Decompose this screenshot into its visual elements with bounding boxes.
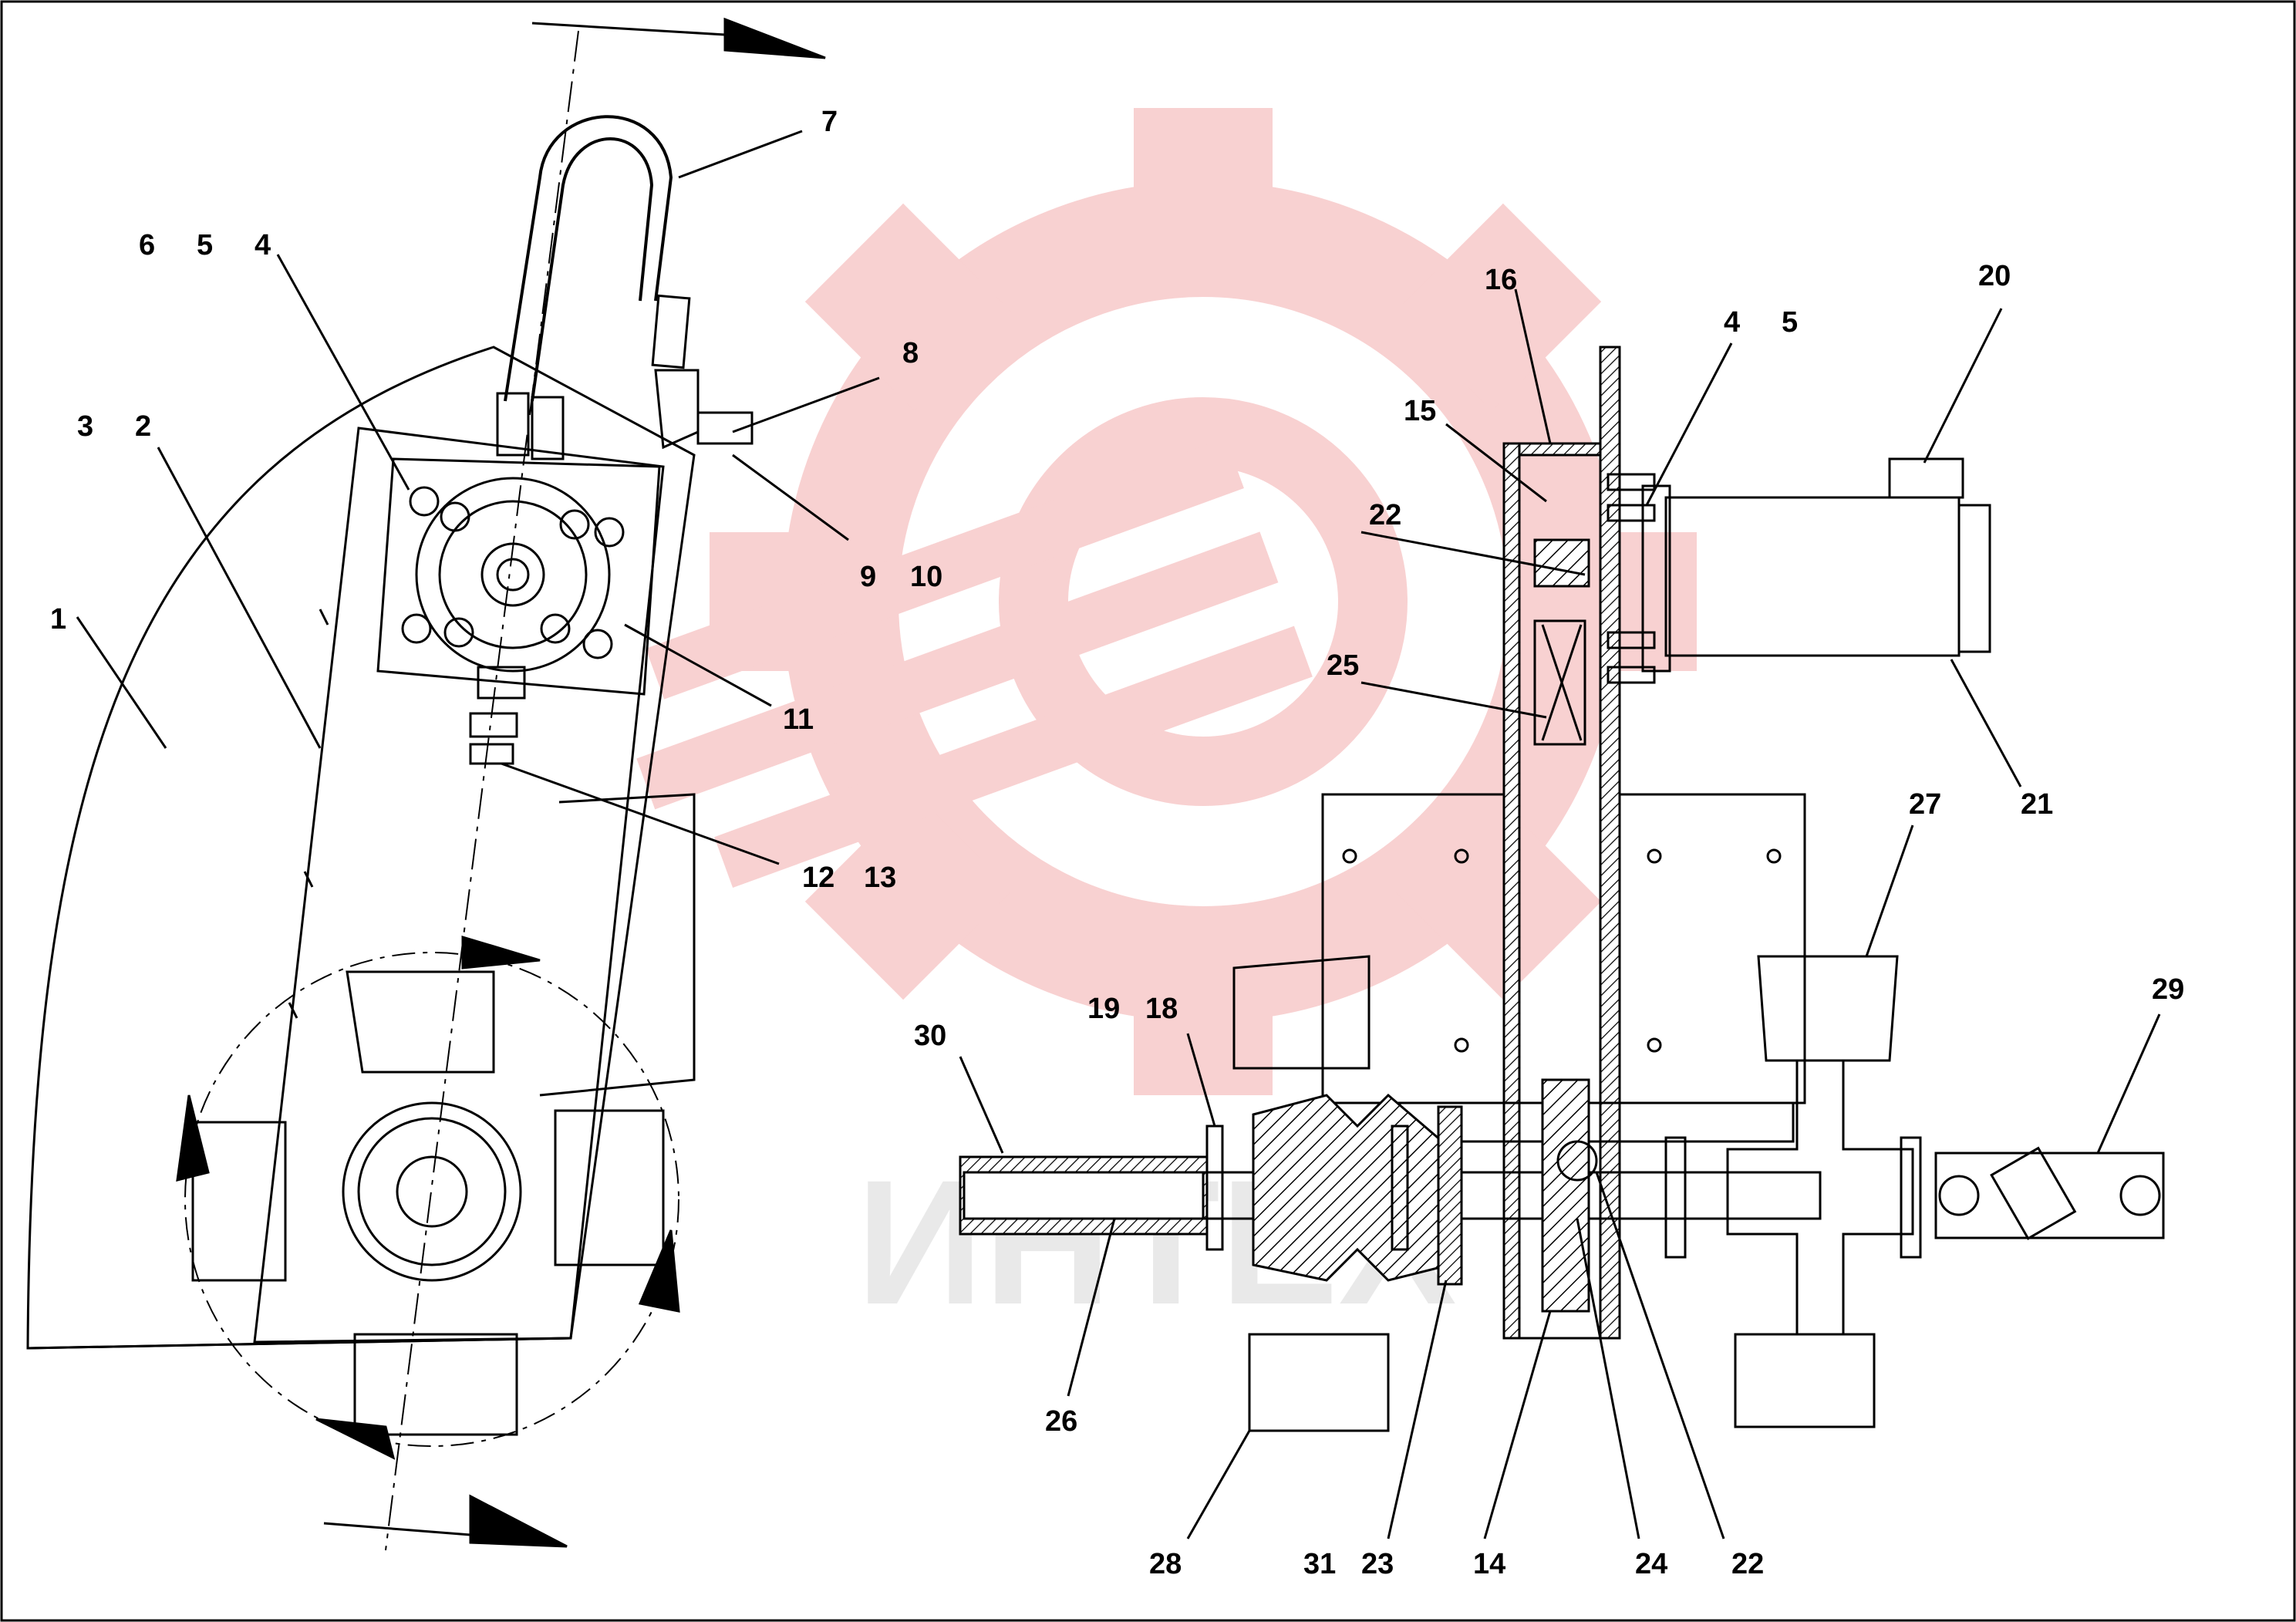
hub xyxy=(1252,1093,1451,1282)
hose-inner xyxy=(531,137,654,402)
label-19: 19 xyxy=(1087,993,1120,1025)
label-25: 25 xyxy=(1327,649,1359,682)
label-12: 12 xyxy=(802,862,834,894)
label-28: 28 xyxy=(1149,1548,1182,1580)
label-24: 24 xyxy=(1635,1548,1667,1580)
label-31: 31 xyxy=(1303,1548,1336,1580)
housing-cover xyxy=(26,346,696,1350)
label-9: 9 xyxy=(860,561,876,593)
bearing-housing xyxy=(1934,1152,2165,1239)
label-29: 29 xyxy=(2152,973,2184,1006)
label-22-bottom: 22 xyxy=(1731,1548,1764,1580)
section-arrow-top xyxy=(723,17,826,59)
label-7: 7 xyxy=(821,106,838,138)
right-view xyxy=(959,288,2165,1539)
label-14: 14 xyxy=(1473,1548,1505,1580)
rotation-arrow-2 xyxy=(176,1094,210,1182)
blade-27-top xyxy=(1757,955,1899,1062)
label-21: 21 xyxy=(2021,788,2053,821)
label-23: 23 xyxy=(1361,1548,1394,1580)
section-arrow-bottom xyxy=(469,1494,568,1548)
label-13: 13 xyxy=(864,862,896,894)
part-labels: 1 3 2 6 5 4 7 8 9 10 11 12 13 16 15 22 2… xyxy=(50,106,2184,1580)
rotation-arrow-4 xyxy=(315,1418,396,1460)
rotor-blades xyxy=(346,970,495,1074)
label-3: 3 xyxy=(77,410,93,443)
blade-28-bottom xyxy=(1248,1333,1390,1432)
label-2: 2 xyxy=(135,410,151,443)
motor-housing xyxy=(415,477,611,673)
label-11: 11 xyxy=(783,703,814,736)
label-5-right: 5 xyxy=(1782,306,1798,339)
label-10: 10 xyxy=(910,561,942,593)
label-6: 6 xyxy=(139,229,155,261)
label-16: 16 xyxy=(1485,264,1517,296)
frame-plate xyxy=(253,427,665,1344)
motor-plate xyxy=(376,457,661,696)
label-8: 8 xyxy=(902,337,919,369)
blade-28-top xyxy=(1232,955,1371,1070)
label-4: 4 xyxy=(255,229,271,261)
motor-body xyxy=(1664,496,1961,657)
label-15: 15 xyxy=(1404,395,1436,427)
label-22-top: 22 xyxy=(1369,499,1401,531)
label-4-right: 4 xyxy=(1724,306,1740,339)
label-20: 20 xyxy=(1978,260,2011,292)
watermark-gear-logo: ИНТЕХ xyxy=(636,108,1697,1341)
blade-27-bottom xyxy=(1734,1333,1876,1428)
label-1: 1 xyxy=(50,603,66,636)
rotor-circle xyxy=(184,952,679,1447)
label-5: 5 xyxy=(197,229,213,261)
hose xyxy=(504,115,673,402)
left-view xyxy=(26,17,880,1551)
rotor-hub xyxy=(342,1101,522,1282)
label-18: 18 xyxy=(1145,993,1178,1025)
rotation-arrow-1 xyxy=(461,935,541,969)
label-27: 27 xyxy=(1909,788,1941,821)
label-26: 26 xyxy=(1045,1405,1077,1438)
label-30: 30 xyxy=(914,1020,946,1052)
rotation-arrow-3 xyxy=(638,1229,680,1313)
